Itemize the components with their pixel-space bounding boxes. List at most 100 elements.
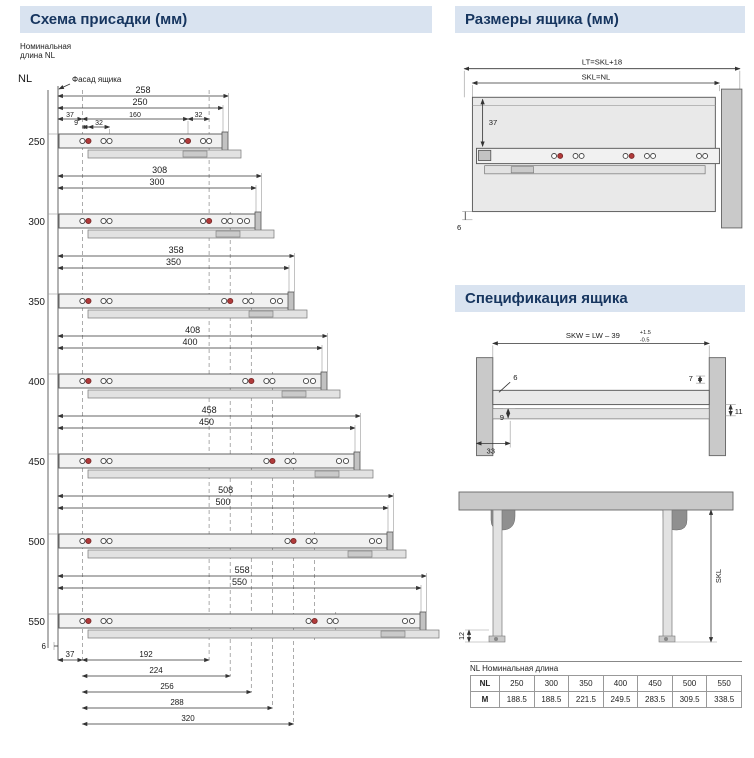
nominal-length-label: Номинальная длина NL	[20, 42, 72, 60]
mounting-holes	[79, 217, 251, 225]
nl-row-label: 450	[28, 457, 45, 468]
mounting-holes	[79, 377, 317, 385]
table-cell: 338.5	[706, 691, 742, 708]
dim-320-label: 320	[181, 714, 195, 723]
inner-rail	[87, 469, 374, 479]
dim-12-label: 12	[459, 632, 466, 640]
dim-33-label: 33	[487, 447, 496, 456]
dim-192-label: 192	[139, 650, 153, 659]
dim-skl-label: SKL	[714, 569, 723, 583]
table-row-nl: NL 250 300 350 400 450 500 550	[470, 675, 742, 692]
bottom-dim-chain: 6 37 192 224 256 288 320	[42, 642, 295, 727]
dim-inner-label: 250	[132, 97, 147, 107]
dim-9-label: 9	[500, 413, 504, 422]
runner-block	[215, 230, 241, 238]
drawer-length-table: NL Номинальная длина NL 250 300 350 400 …	[470, 661, 742, 708]
inner-rail	[87, 229, 275, 239]
table-cell: 283.5	[637, 691, 673, 708]
dim-6-label: 6	[42, 642, 47, 651]
dim-skl-label: SKL=NL	[582, 72, 611, 81]
slide-row-400: 408 400 400	[28, 325, 341, 399]
mounting-holes	[79, 537, 383, 545]
drawer-side-top-view	[492, 389, 710, 406]
runner-block	[510, 166, 534, 174]
inner-rail	[87, 389, 341, 399]
table-cell: 221.5	[568, 691, 604, 708]
table-row-m: M 188.5 188.5 221.5 249.5 283.5 309.5 33…	[470, 691, 742, 708]
dim-inner-label: 300	[149, 177, 164, 187]
front-latch	[478, 149, 492, 161]
dim-inner-label: 400	[182, 337, 197, 347]
dim-inner-label: 450	[199, 417, 214, 427]
rear-bracket	[353, 451, 361, 473]
mounting-holes	[79, 137, 213, 145]
slide-row-450: 458 450 450	[28, 405, 374, 479]
dim-outer-label: 308	[152, 165, 167, 175]
facade-label: Фасад ящика	[72, 75, 122, 84]
drawer-front-diagram: SKL 12	[458, 491, 734, 643]
cabinet-side-right	[708, 357, 727, 457]
dim-outer-label: 458	[202, 405, 217, 415]
dim-32a-label: 32	[95, 120, 103, 127]
slide-row-300: 308 300 300	[28, 165, 275, 239]
drilling-scheme-diagram: NL Фасад ящика 258 250 37	[18, 73, 440, 727]
dim-256-label: 256	[160, 682, 174, 691]
dim-skw-label: SKW = LW – 39	[566, 331, 620, 340]
dim-inner-label: 500	[215, 497, 230, 507]
rear-bracket	[221, 131, 229, 153]
rear-bracket	[254, 211, 262, 233]
dim-lt-label: LT=SKL+18	[582, 58, 622, 67]
slide-rail	[58, 293, 290, 309]
inner-rail	[87, 149, 242, 159]
table-cell: 450	[637, 675, 673, 692]
table-cell: 188.5	[499, 691, 535, 708]
rail-left	[492, 509, 503, 641]
nl-row-label: 500	[28, 537, 45, 548]
inner-rail	[87, 549, 407, 559]
dim-9-label: 9	[74, 120, 78, 127]
rear-bracket	[386, 531, 394, 553]
table-caption: NL Номинальная длина	[470, 661, 742, 673]
nl-row-label: 250	[28, 137, 45, 148]
nl-row-label: 550	[28, 617, 45, 628]
section-title-drawer-sizes: Размеры ящика (мм)	[455, 6, 745, 33]
table-cell: 300	[533, 675, 570, 692]
dim-outer-label: 558	[235, 565, 250, 575]
runner-block	[281, 390, 307, 398]
dim-32b-label: 32	[195, 112, 203, 119]
mounting-holes	[79, 617, 416, 625]
dim-7-label: 7	[689, 374, 693, 383]
slide-top-view	[492, 408, 710, 420]
dim-outer-label: 508	[218, 485, 233, 495]
dim-224-label: 224	[149, 666, 163, 675]
hole-pattern-dims: 37 160 32 9 32	[57, 112, 210, 134]
dim-37-label: 37	[66, 112, 74, 119]
dim-6-label: 6	[513, 373, 517, 382]
dim-inner-label: 350	[166, 257, 181, 267]
slide-rail	[58, 613, 422, 629]
foot-left-pin	[494, 637, 498, 641]
table-cell: 250	[499, 675, 535, 692]
nl-axis-label: NL	[18, 73, 32, 85]
slide-row-250: 258 250 37 160 32 9 32	[28, 85, 242, 159]
nl-row-label: 350	[28, 297, 45, 308]
inner-rail	[484, 165, 706, 175]
rear-bracket	[419, 611, 427, 633]
dim-37-label: 37	[66, 650, 75, 659]
runner-block	[182, 150, 208, 158]
runner-block	[347, 550, 373, 558]
dim-inner-label: 550	[232, 577, 247, 587]
foot-right-pin	[664, 637, 668, 641]
rear-bracket	[287, 291, 295, 313]
slide-row-550: 558 550 550	[28, 565, 440, 639]
dim-outer-label: 258	[135, 85, 150, 95]
dim-outer-label: 408	[185, 325, 200, 335]
drawer-dimensions-diagram: LT=SKL+18 SKL=NL 37 6	[457, 58, 743, 232]
tolerance-minus: -0.5	[640, 337, 650, 343]
table-cell: 188.5	[533, 691, 570, 708]
dim-outer-label: 358	[169, 245, 184, 255]
section-title-drawer-spec: Спецификация ящика	[455, 285, 745, 312]
table-cell: 309.5	[671, 691, 708, 708]
drawer-front-panel	[721, 88, 743, 229]
